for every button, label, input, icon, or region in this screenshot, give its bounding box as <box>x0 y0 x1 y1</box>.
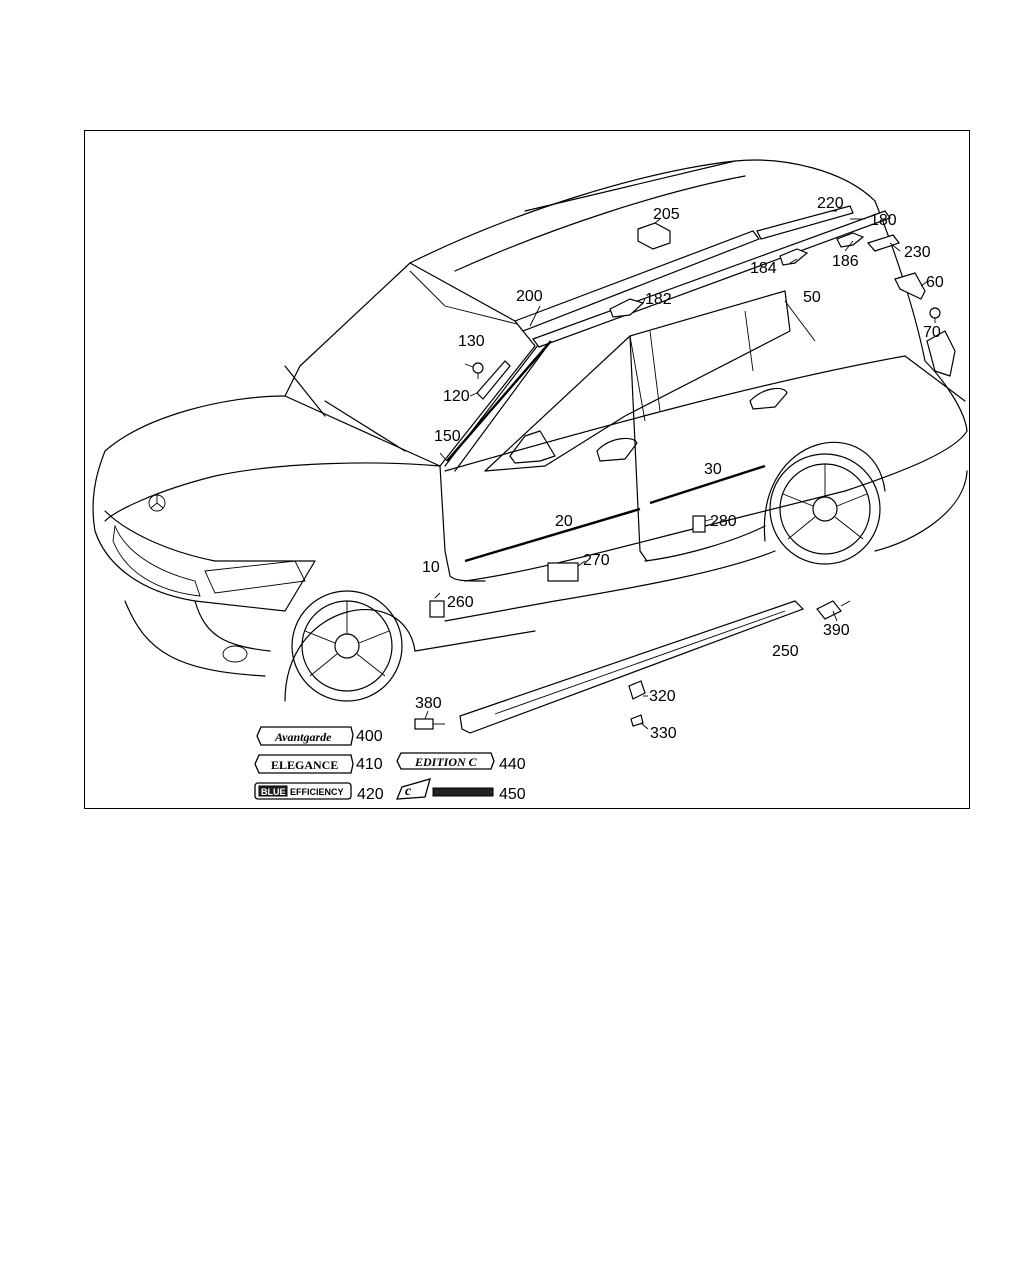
callout-330: 330 <box>650 725 677 742</box>
callout-182: 182 <box>645 291 672 308</box>
badge-edition-text: EDITION C <box>414 755 478 769</box>
callout-150: 150 <box>434 428 461 445</box>
callout-440: 440 <box>499 756 526 773</box>
callout-130: 130 <box>458 333 485 350</box>
badge-elegance-text: ELEGANCE <box>271 758 338 772</box>
side-skirt <box>459 600 805 734</box>
callout-280: 280 <box>710 513 737 530</box>
badge-63-amg: c <box>395 778 494 800</box>
callout-20: 20 <box>555 513 573 530</box>
callout-400: 400 <box>356 728 383 745</box>
callout-200: 200 <box>516 288 543 305</box>
callout-205: 205 <box>653 206 680 223</box>
badge-elegance: ELEGANCE <box>254 754 354 774</box>
parts-diagram: 205 220 180 230 184 186 60 200 182 50 70… <box>92 159 968 803</box>
callout-numbers: 205 220 180 230 184 186 60 200 182 50 70… <box>356 195 944 803</box>
callout-10: 10 <box>422 559 440 576</box>
callout-50: 50 <box>803 289 821 306</box>
callout-450: 450 <box>499 786 526 803</box>
callout-270: 270 <box>583 552 610 569</box>
callout-184: 184 <box>750 260 777 277</box>
badge-edition: EDITION C <box>396 752 495 770</box>
callout-410: 410 <box>356 756 383 773</box>
roof-mouldings <box>446 205 891 462</box>
callout-180: 180 <box>870 212 897 229</box>
badge-blue-efficiency: BLUE EFFICIENCY <box>254 782 352 800</box>
badge-blue-text: BLUE <box>261 787 286 797</box>
callout-60: 60 <box>926 274 944 291</box>
callout-230: 230 <box>904 244 931 261</box>
callout-220: 220 <box>817 195 844 212</box>
leader-lines <box>424 210 936 730</box>
callout-186: 186 <box>832 253 859 270</box>
badge-efficiency-text: EFFICIENCY <box>290 787 344 797</box>
clip-parts <box>414 222 941 730</box>
badge-avantgarde: Avantgarde <box>256 726 354 746</box>
callout-70: 70 <box>923 324 941 341</box>
callout-30: 30 <box>704 461 722 478</box>
callout-120: 120 <box>443 388 470 405</box>
badge-avantgarde-text: Avantgarde <box>274 730 332 744</box>
diagram-frame: 205 220 180 230 184 186 60 200 182 50 70… <box>84 130 970 809</box>
badge-63-glyph: c <box>405 784 412 799</box>
callout-320: 320 <box>649 688 676 705</box>
callout-250: 250 <box>772 643 799 660</box>
callout-380: 380 <box>415 695 442 712</box>
callout-390: 390 <box>823 622 850 639</box>
callout-260: 260 <box>447 594 474 611</box>
callout-420: 420 <box>357 786 384 803</box>
car-body-outline <box>92 159 968 702</box>
